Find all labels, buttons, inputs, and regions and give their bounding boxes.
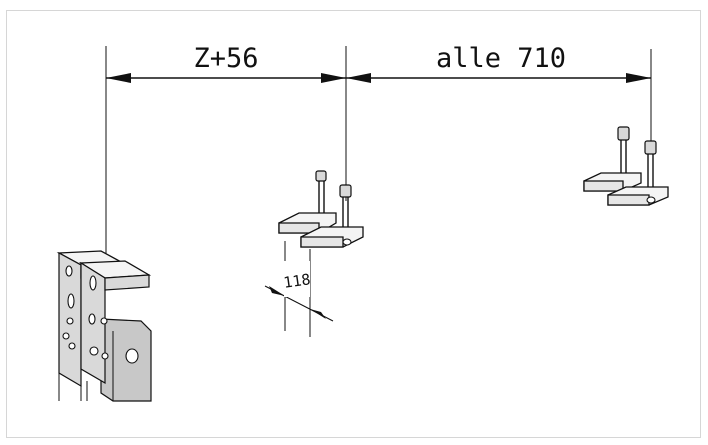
technical-drawing: Z+56 alle 710 — [56, 43, 669, 402]
right-bracket-pair — [583, 126, 669, 206]
dimension-label-left: Z+56 — [193, 43, 258, 74]
dimension-118: 118 — [264, 241, 334, 337]
dimension-z56: Z+56 — [106, 43, 346, 83]
dimension-label-right: alle 710 — [436, 43, 566, 74]
left-post-assembly — [56, 250, 152, 402]
dimension-alle-710: alle 710 — [346, 43, 651, 83]
dimension-label-small: 118 — [282, 270, 311, 292]
middle-bracket-pair — [278, 170, 364, 248]
drawing-panel: Z+56 alle 710 — [6, 10, 701, 438]
